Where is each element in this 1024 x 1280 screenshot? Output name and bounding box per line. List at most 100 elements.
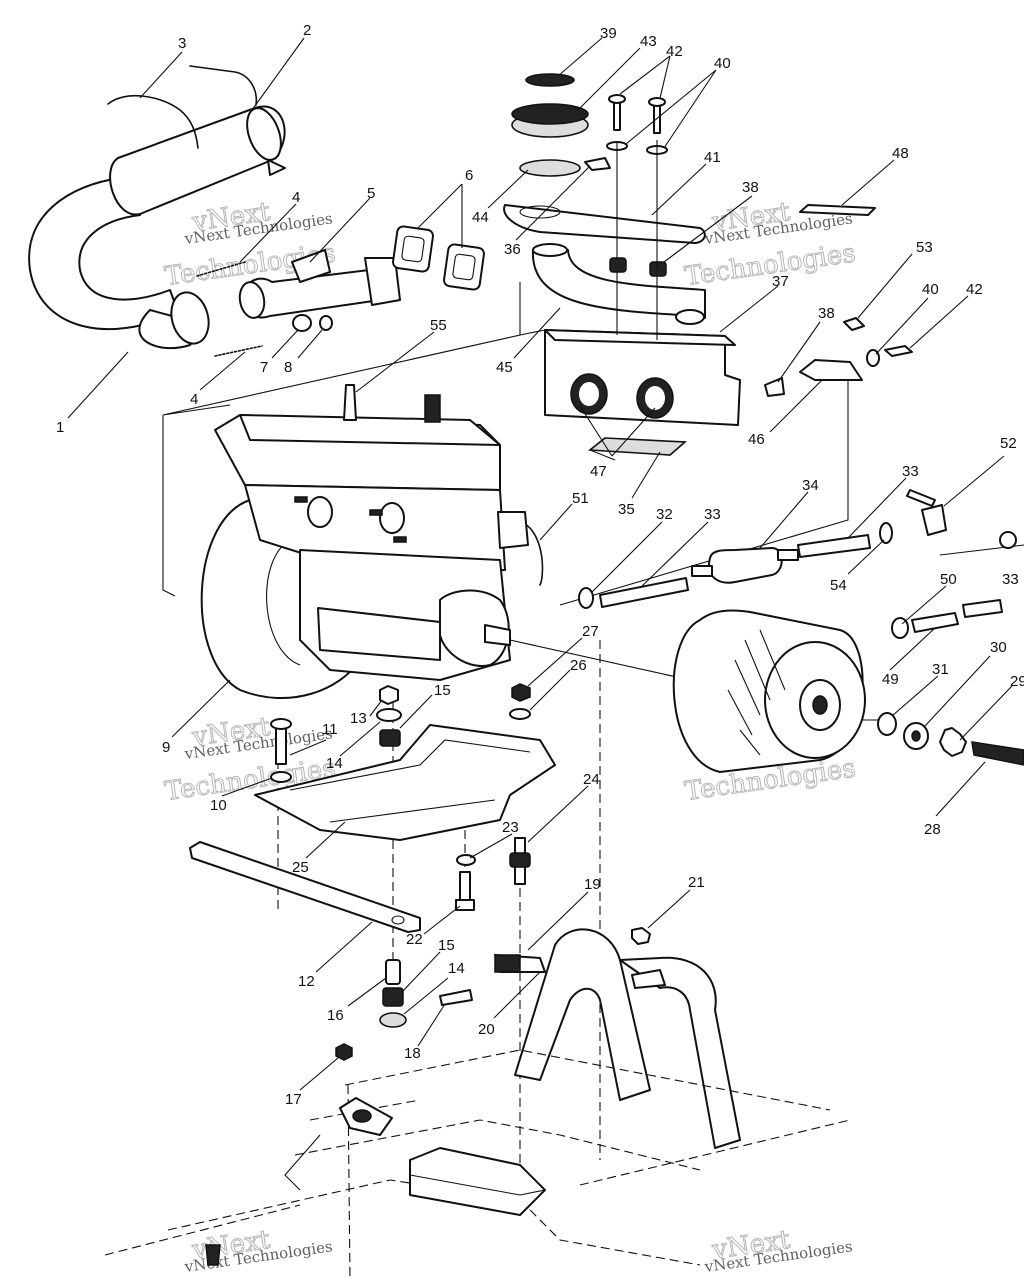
bar-12 [189,841,421,933]
leader-13 [369,699,383,717]
leader-25 [305,821,346,859]
intake-hose-end [675,309,705,325]
grommet-38a [609,257,627,273]
coil-plate-hub [352,1109,372,1123]
callout-19: 19 [584,876,601,893]
leader-23 [469,833,513,859]
bolt-42c [884,345,913,357]
callout-4a: 4 [292,189,300,206]
callout-numbers: 1 2 3 4 4 5 6 7 8 9 10 11 12 13 14 14 15… [56,22,1024,1108]
callout-28: 28 [924,821,941,838]
callout-14a: 14 [326,755,343,772]
air-box-port-right-inner [645,386,665,410]
callout-16: 16 [327,1007,344,1024]
washer-10 [270,771,292,783]
intake-hose [531,249,706,319]
frame-tube-upright [514,928,651,1101]
callout-1: 1 [56,419,64,436]
air-box-top [544,329,736,346]
leader-21 [647,889,691,929]
leader-30 [924,655,991,727]
fuel-valve-52 [921,504,947,536]
leader-42a [619,55,671,99]
nut-7 [292,314,312,332]
callout-17: 17 [285,1091,302,1108]
chassis-frame [104,928,851,1266]
ring-44 [519,159,581,177]
leader-45 [513,307,561,359]
spacer-31 [877,712,897,736]
bracket-frame [631,969,666,989]
callout-18: 18 [404,1045,421,1062]
leader-3 [139,51,183,99]
manifold-flange [364,257,401,306]
ref-line-fuel [519,329,849,606]
leader-34 [759,491,809,549]
mount-assembly [189,683,651,1061]
spring-cable-2 [189,65,258,106]
muffler-pipe [28,177,179,331]
leader-47 [579,405,656,457]
fuel-hose-33b [599,577,689,608]
crank-shaft-stub [484,624,511,646]
callout-3: 3 [178,35,186,52]
cylinder-head-top [239,414,501,446]
muffler-end-cap [246,107,282,161]
washer-26 [509,708,531,720]
leader-27 [527,637,583,687]
left-frame [284,1134,321,1191]
callout-32: 32 [656,506,673,523]
exhaust-coupler [170,291,210,345]
callout-24: 24 [583,771,600,788]
leader-16 [347,977,387,1007]
callout-21: 21 [688,874,705,891]
leader-22 [423,905,461,935]
drive-clutch [672,609,1024,773]
leader-50 [901,585,947,625]
fuel-hose-33a [797,534,871,558]
callout-22: 22 [406,931,423,948]
leader-2 [251,37,305,111]
callout-44: 44 [472,209,489,226]
callout-14b: 14 [448,960,465,977]
callout-27: 27 [582,623,599,640]
leader-43 [577,47,641,111]
lower-manifold [317,607,441,661]
leader-24 [527,785,589,843]
leader-40a [625,69,717,149]
leader-8 [297,329,323,359]
mount-15a [379,729,401,747]
gasket-6a [392,225,434,273]
leader-39 [557,37,603,77]
callout-42b: 42 [966,281,983,298]
callout-49: 49 [882,671,899,688]
callout-26: 26 [570,657,587,674]
lock-washer-29 [939,727,967,757]
leader-18 [417,1003,446,1047]
leader-12 [315,921,373,973]
air-box-port-left-inner [579,382,599,406]
bolt-22 [459,871,471,901]
spring-cable-3 [107,94,199,149]
lower-bracket-face [409,1174,546,1196]
callout-7: 7 [260,359,268,376]
leader-53 [857,253,913,319]
callout-4b: 4 [190,391,198,408]
leader-36 [515,165,591,241]
fuel-hose-49 [911,612,959,633]
callout-48: 48 [892,145,909,162]
callout-6: 6 [465,167,473,184]
callout-33a: 33 [704,506,721,523]
callout-20: 20 [478,1021,495,1038]
seal-39 [525,73,575,87]
leader-55 [355,331,435,393]
callout-33b: 33 [902,463,919,480]
stud-a [294,496,308,503]
callout-23: 23 [502,819,519,836]
callout-39: 39 [600,25,617,42]
leader-7 [271,329,299,359]
leader-33a [639,521,709,589]
bolt-42b-head [648,97,666,107]
bolt-22-head [455,899,475,911]
